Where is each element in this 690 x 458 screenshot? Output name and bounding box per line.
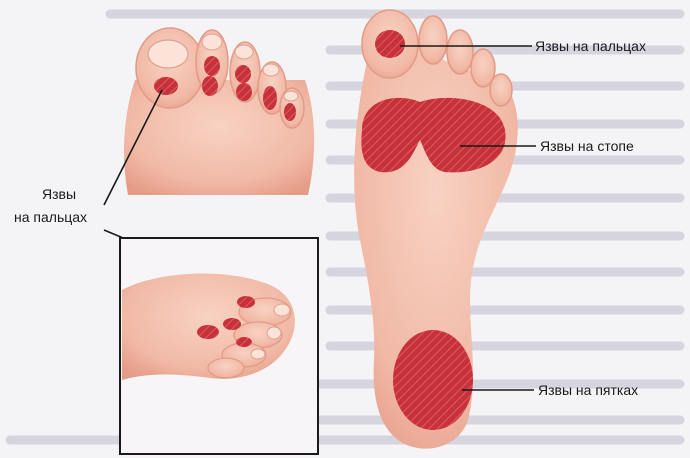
side-nail-3: [251, 349, 265, 359]
sole-ulcer-big-toe: [375, 30, 405, 58]
sole-ulcer-heel: [393, 330, 473, 430]
side-nail-2: [267, 327, 281, 339]
side-ulcer-2: [223, 318, 241, 330]
big-toe-nail: [148, 40, 188, 68]
sole-toe-2: [419, 16, 447, 64]
sole-ulcer-ball: [361, 98, 505, 172]
side-ulcer-4: [236, 337, 252, 347]
label-sole-toe-ulcers: Язвы на пальцах: [535, 38, 646, 55]
label-toe-ulcers-line2: на пальцах: [14, 209, 87, 226]
toe-3-nail: [235, 45, 253, 59]
side-ulcer-3: [197, 325, 219, 339]
sole-toe-3: [447, 30, 473, 74]
sole-toe-5: [490, 74, 512, 106]
label-toe-ulcers-line1: Язвы: [42, 186, 76, 203]
ulcer-toe-3b: [236, 83, 252, 101]
side-toe-4: [208, 358, 244, 378]
ulcer-toe-5: [284, 103, 296, 121]
toe-5-nail: [284, 91, 298, 101]
foot-top-view: [124, 28, 314, 195]
toe-2-nail: [202, 34, 222, 50]
ulcer-toe-3a: [235, 65, 251, 83]
ulcer-toe-2b: [202, 76, 218, 96]
side-ulcer-1: [237, 296, 255, 308]
ulcer-toe-2a: [204, 56, 220, 76]
ulcer-toe-4: [263, 86, 277, 110]
label-heel-ulcers: Язвы на пятках: [538, 382, 638, 399]
background-text-lines: [10, 14, 680, 440]
side-nail-1: [274, 304, 290, 316]
inset-side-view: [120, 238, 318, 454]
ulcer-big-toe: [154, 77, 178, 95]
label-sole-ulcers: Язвы на стопе: [540, 138, 634, 155]
toe-4-nail: [263, 64, 279, 76]
